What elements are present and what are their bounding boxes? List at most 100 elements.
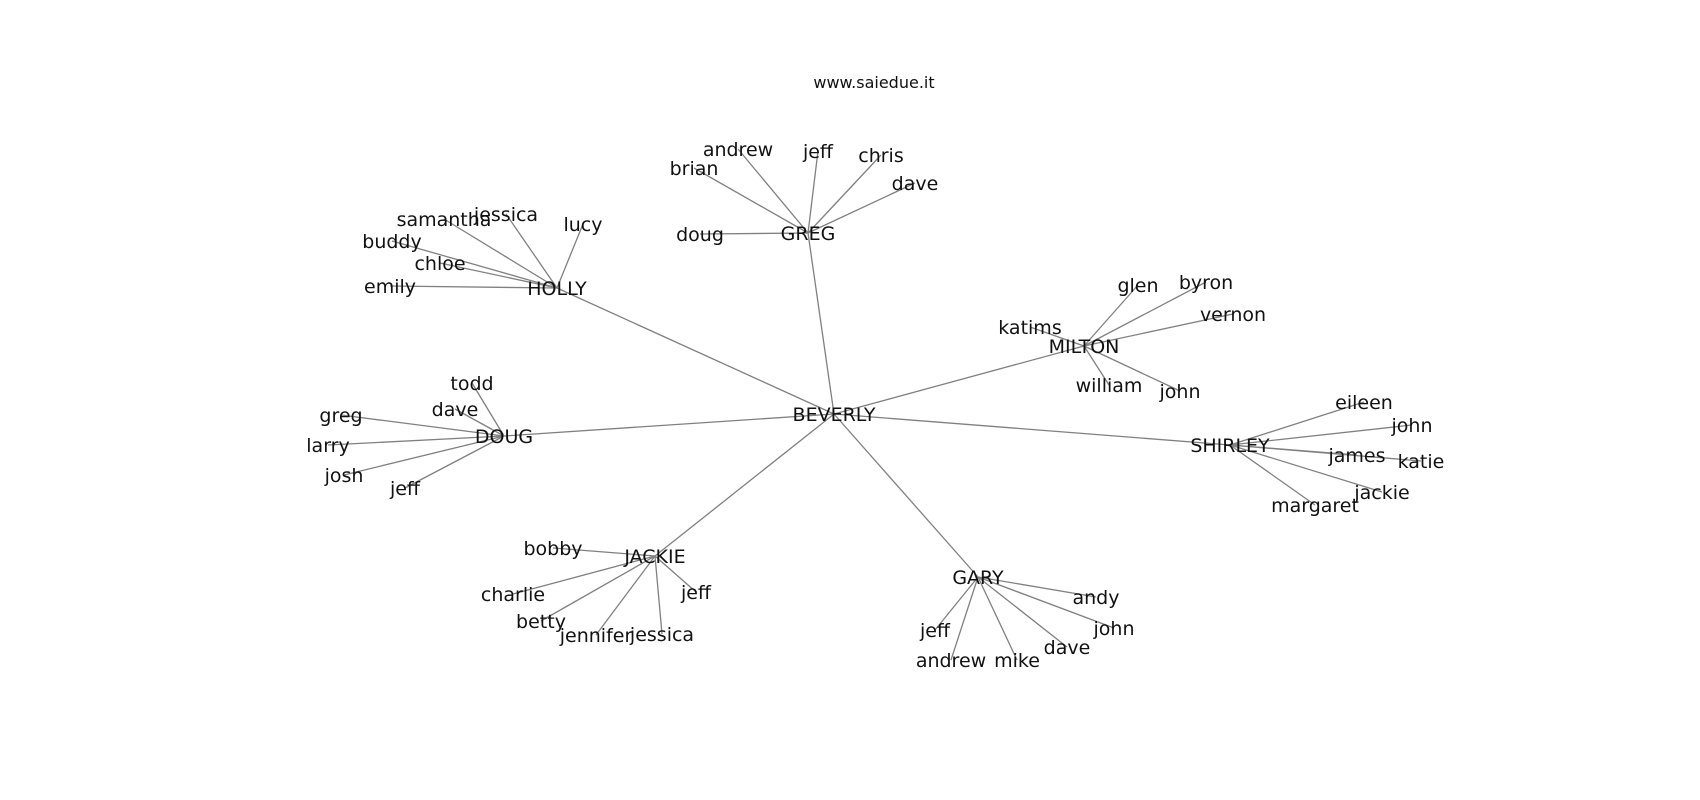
leaf-node-label: jeff (389, 478, 421, 500)
hub-gary-label: GARY (952, 567, 1004, 589)
edge-hub-doug-leaf (327, 435, 505, 446)
leaf-node-label: jennifer (559, 625, 633, 647)
watermark-text: www.saiedue.it (813, 73, 934, 92)
leaf-node-label: jeff (802, 141, 834, 163)
leaf-node-label: larry (306, 435, 349, 457)
edges-layer (327, 148, 1422, 661)
edge-hub-gary-leaf (977, 576, 1068, 648)
edge-hub-doug-leaf (404, 435, 505, 489)
leaf-node-label: betty (516, 611, 566, 633)
hub-doug-label: DOUG (475, 426, 533, 448)
edge-hub-doug-leaf (454, 408, 505, 437)
leaf-node-label: greg (319, 405, 362, 427)
edge-hub-holly-leaf (439, 262, 558, 289)
leaf-node-label: mike (994, 650, 1040, 672)
leaf-node-label: dave (892, 173, 939, 195)
edge-hub-milton-leaf (1083, 313, 1234, 347)
leaf-node-label: eileen (1335, 392, 1393, 414)
leaf-node-label: jeff (680, 582, 712, 604)
edge-hub-holly-leaf (443, 218, 558, 289)
edge-hub-gary-leaf (934, 576, 979, 631)
edge-hub-milton-leaf (1083, 345, 1110, 386)
leaf-node-label: josh (324, 465, 364, 487)
edge-root-hub-holly (556, 287, 835, 415)
edge-hub-jackie-leaf (595, 555, 656, 636)
edge-hub-milton-leaf (1083, 284, 1139, 347)
edge-root-hub-milton (833, 345, 1085, 415)
edge-hub-greg-leaf (807, 150, 819, 234)
leaf-node-label: dave (1044, 637, 1091, 659)
edge-hub-gary-leaf (977, 576, 1115, 629)
leaf-node-label: chris (858, 145, 903, 167)
edge-hub-milton-leaf (1083, 281, 1207, 347)
hub-holly-label: HOLLY (527, 278, 587, 300)
edge-hub-greg-leaf (693, 167, 809, 234)
edge-hub-jackie-leaf (512, 555, 656, 595)
edge-root-hub-shirley (833, 413, 1231, 446)
leaf-node-label: vernon (1200, 304, 1266, 326)
edge-hub-jackie-leaf (654, 555, 663, 635)
edge-hub-milton-leaf (1083, 345, 1181, 392)
leaf-node-label: james (1327, 445, 1385, 467)
leaf-node-label: andy (1073, 587, 1120, 609)
edge-hub-shirley-leaf (1229, 444, 1316, 506)
edge-root-hub-gary (833, 413, 979, 578)
hub-milton-label: MILTON (1049, 336, 1120, 358)
leaf-node-label: katims (998, 317, 1061, 339)
edge-hub-doug-leaf (471, 382, 505, 437)
leaf-node-label: samantha (397, 209, 492, 231)
edge-hub-milton-leaf (1029, 326, 1085, 347)
leaf-node-label: andrew (703, 139, 773, 161)
edge-hub-holly-leaf (505, 213, 558, 289)
edge-root-hub-doug (503, 413, 835, 437)
leaf-node-label: glen (1117, 275, 1158, 297)
leaf-node-label: jessica (629, 624, 694, 646)
edge-hub-greg-leaf (807, 154, 882, 234)
edge-hub-shirley-leaf (1229, 444, 1422, 462)
leaf-node-label: dave (432, 399, 479, 421)
edge-hub-doug-leaf (343, 435, 505, 476)
edge-hub-gary-leaf (950, 576, 979, 661)
edge-hub-greg-leaf (737, 148, 809, 234)
edge-hub-doug-leaf (340, 414, 505, 437)
leaf-node-label: bobby (523, 538, 582, 560)
leaf-node-label: andrew (916, 650, 986, 672)
leaf-node-label: margaret (1271, 495, 1359, 517)
leaf-node-label: buddy (362, 231, 421, 253)
leaf-node-label: jackie (1353, 482, 1409, 504)
edge-hub-holly-leaf (391, 240, 558, 289)
leaf-node-label: william (1076, 375, 1143, 397)
edge-hub-greg-leaf (807, 182, 916, 234)
root-node-label: BEVERLY (793, 404, 876, 426)
edge-hub-shirley-leaf (1229, 444, 1383, 493)
edge-hub-holly-leaf (389, 285, 558, 289)
edge-hub-gary-leaf (977, 576, 1097, 598)
edge-hub-jackie-leaf (654, 555, 697, 593)
edge-hub-holly-leaf (556, 223, 584, 289)
leaf-node-label: emily (364, 276, 416, 298)
leaf-node-label: john (1391, 415, 1433, 437)
edge-hub-greg-leaf (699, 232, 809, 235)
leaf-node-label: byron (1179, 272, 1233, 294)
leaf-node-label: todd (450, 373, 493, 395)
edge-hub-shirley-leaf (1229, 424, 1413, 446)
edge-hub-jackie-leaf (540, 555, 656, 622)
edge-hub-jackie-leaf (552, 547, 656, 557)
leaf-node-label: katie (1398, 451, 1445, 473)
edge-hub-shirley-leaf (1229, 401, 1365, 446)
leaf-node-label: lucy (563, 214, 602, 236)
leaf-node-label: charlie (481, 584, 545, 606)
leaf-node-label: john (1159, 381, 1201, 403)
leaf-node-label: brian (670, 158, 719, 180)
hub-greg-label: GREG (781, 223, 836, 245)
edge-root-hub-jackie (654, 413, 835, 557)
leaf-node-label: john (1093, 618, 1135, 640)
leaf-node-label: jessica (473, 204, 538, 226)
leaf-node-label: jeff (919, 620, 951, 642)
leaf-node-label: chloe (414, 253, 465, 275)
hub-shirley-label: SHIRLEY (1190, 435, 1270, 457)
edge-root-hub-greg (807, 232, 835, 415)
hub-jackie-label: JACKIE (623, 546, 685, 568)
